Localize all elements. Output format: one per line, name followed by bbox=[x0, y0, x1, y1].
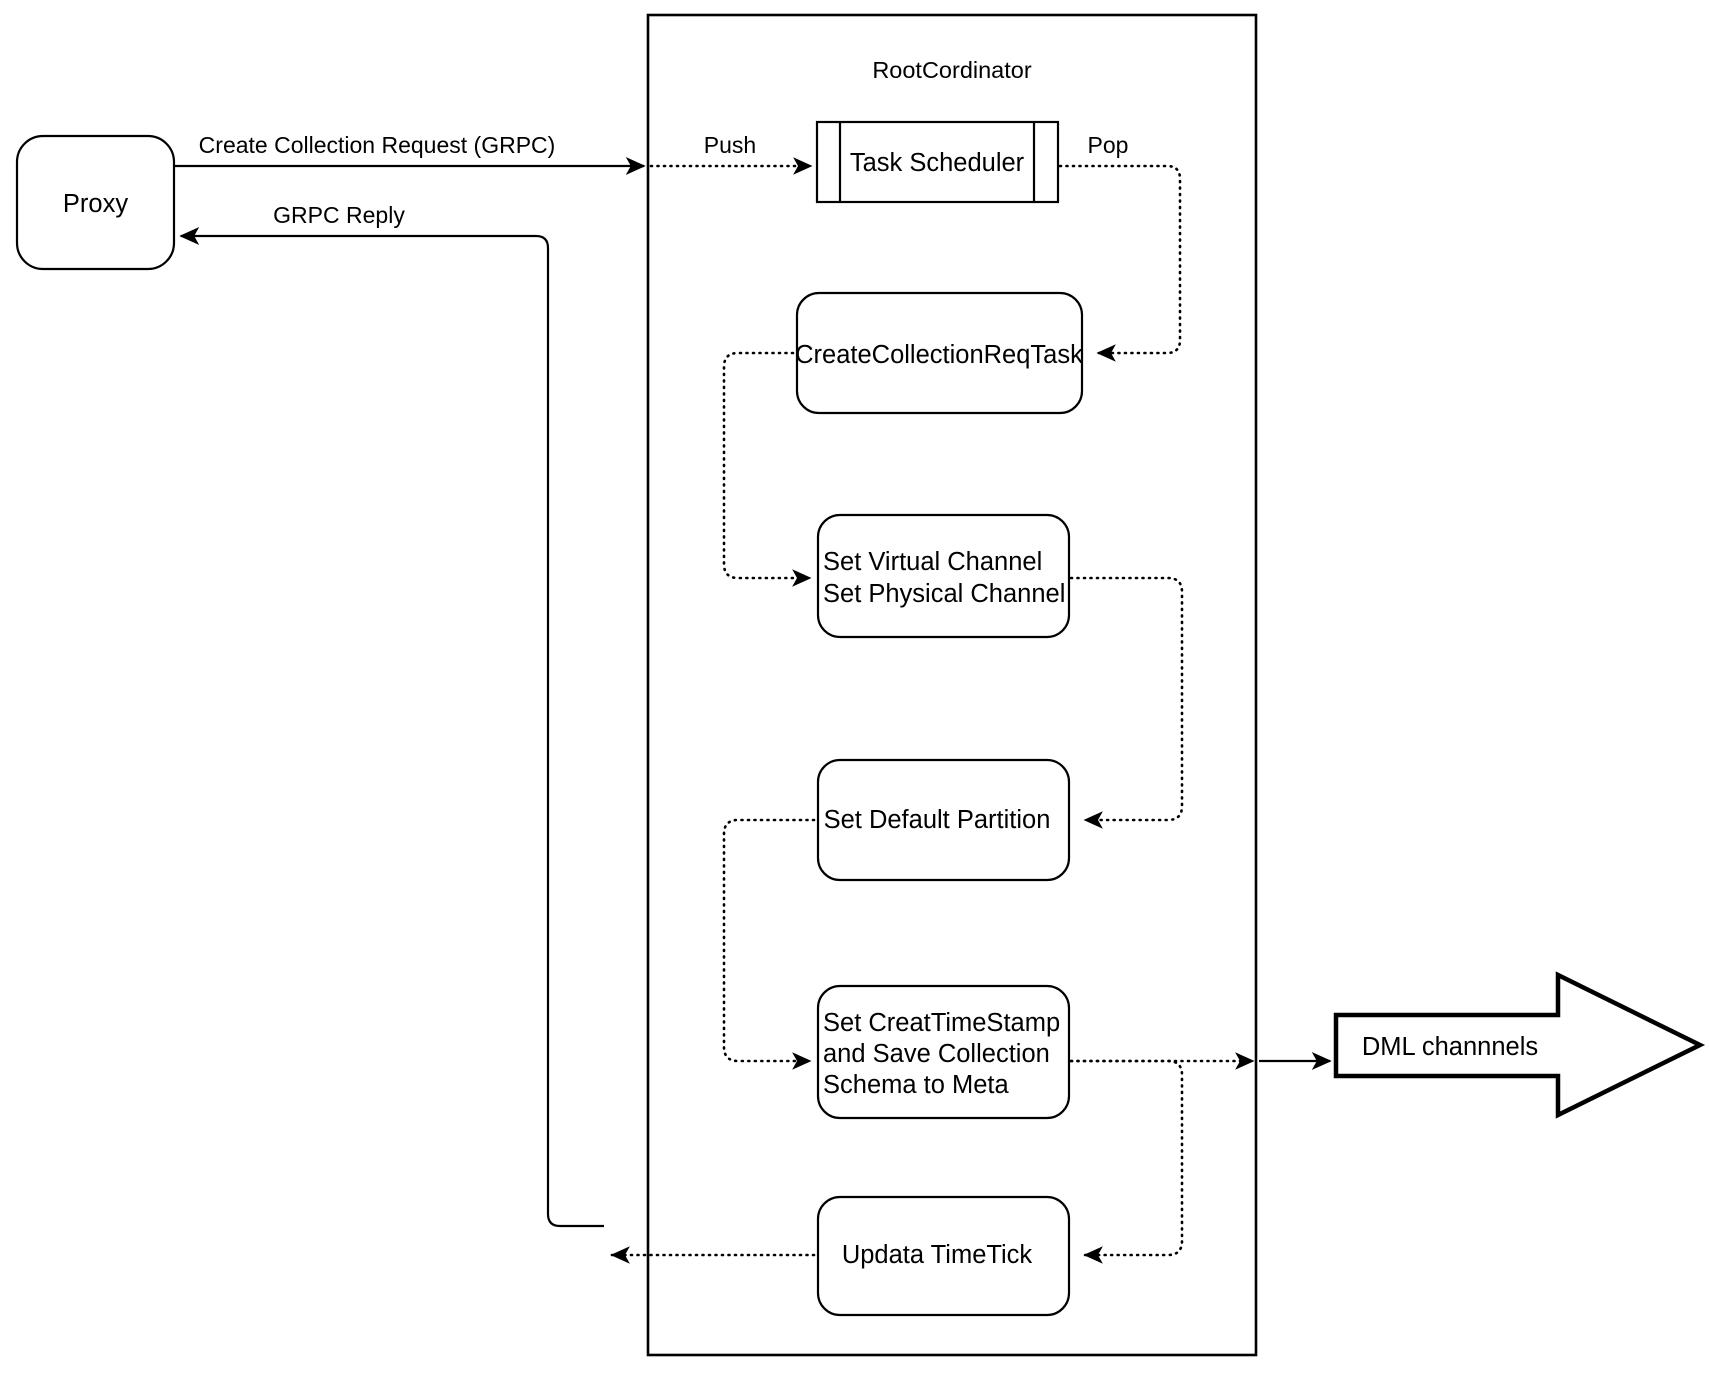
node-set-timestamp-line1: Set CreatTimeStamp bbox=[823, 1009, 1060, 1037]
edge-grpc-reply-label: GRPC Reply bbox=[273, 202, 405, 228]
edge-default-partition-to-timestamp bbox=[722, 818, 816, 1070]
edge-set-channels-to-default-partition bbox=[1069, 576, 1184, 829]
node-set-default-partition[interactable]: Set Default Partition bbox=[816, 758, 1071, 882]
edge-push-label: Push bbox=[704, 132, 756, 158]
edge-push: Push bbox=[649, 132, 813, 175]
rootcordinator-container: RootCordinator bbox=[646, 13, 1258, 1357]
edge-create-collection-request: Create Collection Request (GRPC) bbox=[175, 132, 646, 175]
node-set-timestamp-line3: Schema to Meta bbox=[823, 1071, 1009, 1099]
node-task-scheduler-label: Task Scheduler bbox=[850, 149, 1025, 177]
edge-pop: Pop bbox=[1058, 132, 1182, 362]
node-update-timetick[interactable]: Updata TimeTick bbox=[816, 1195, 1071, 1317]
node-proxy-label: Proxy bbox=[63, 190, 128, 218]
node-set-timestamp[interactable]: Set CreatTimeStamp and Save Collection S… bbox=[816, 984, 1071, 1120]
rootcordinator-title: RootCordinator bbox=[872, 57, 1032, 83]
node-dml-channels-label: DML channnels bbox=[1362, 1033, 1538, 1061]
node-dml-channels[interactable]: DML channnels bbox=[1333, 971, 1706, 1119]
edge-grpc-reply: GRPC Reply bbox=[179, 202, 604, 1228]
edge-pop-label: Pop bbox=[1088, 132, 1129, 158]
node-proxy[interactable]: Proxy bbox=[15, 134, 176, 271]
node-set-channels[interactable]: Set Virtual Channel Set Physical Channel bbox=[816, 513, 1071, 639]
node-set-channels-line1: Set Virtual Channel bbox=[823, 548, 1042, 576]
edge-task-to-set-channels bbox=[722, 351, 812, 587]
edge-create-collection-request-label: Create Collection Request (GRPC) bbox=[199, 132, 556, 158]
node-set-channels-line2: Set Physical Channel bbox=[823, 580, 1065, 608]
node-create-collection-req-task[interactable]: CreateCollectionReqTask bbox=[795, 291, 1083, 415]
node-update-timetick-label: Updata TimeTick bbox=[842, 1241, 1033, 1269]
node-set-default-partition-label: Set Default Partition bbox=[824, 806, 1051, 834]
node-set-timestamp-line2: and Save Collection bbox=[823, 1040, 1050, 1068]
node-create-collection-req-task-label: CreateCollectionReqTask bbox=[795, 341, 1083, 369]
edge-timestamp-to-timetick bbox=[1069, 1059, 1184, 1264]
node-task-scheduler[interactable]: Task Scheduler bbox=[815, 120, 1060, 204]
